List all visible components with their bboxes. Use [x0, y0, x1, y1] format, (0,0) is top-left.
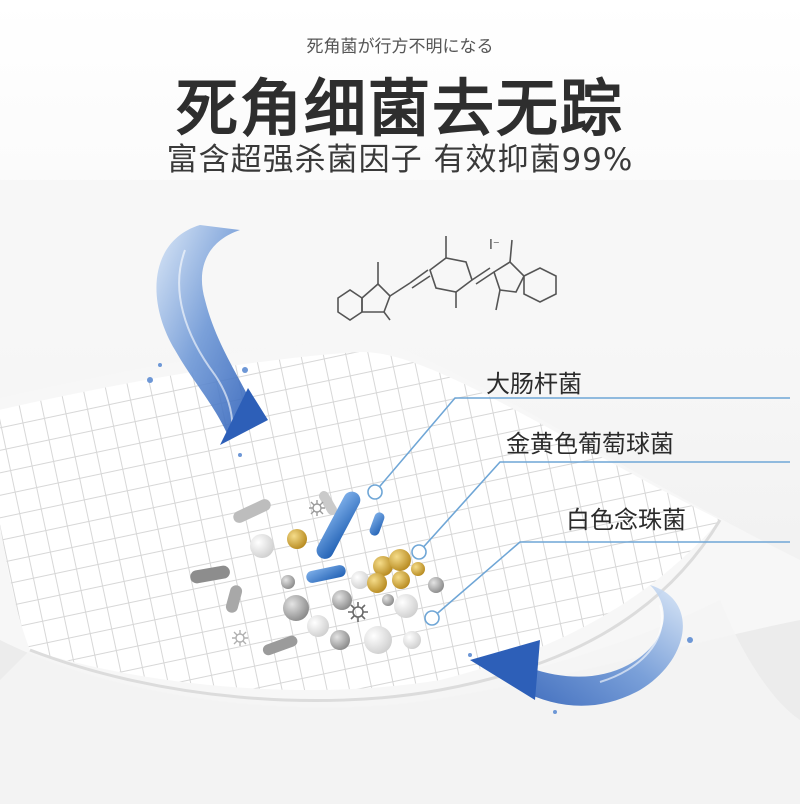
molecule-counter-ion-label: I⁻ — [489, 238, 500, 253]
callout-leader-lines — [367, 397, 790, 626]
sphere-bacteria-white — [394, 594, 418, 618]
sphere-bacteria-gray — [382, 594, 394, 606]
sphere-bacteria-gold — [287, 529, 307, 549]
rod-bacteria-gray — [233, 499, 271, 523]
rod-bacteria-gray — [190, 565, 230, 584]
water-swirl-icon — [147, 225, 268, 457]
bacteria-icon — [232, 630, 248, 646]
callout-label-e-coli: 大肠杆菌 — [486, 370, 582, 398]
molecule-structure-icon — [337, 236, 557, 321]
water-swirl-icon-right — [468, 585, 693, 714]
sphere-bacteria-gray — [428, 577, 444, 593]
callout-label-candida: 白色念珠菌 — [566, 506, 686, 534]
sphere-bacteria-gold — [373, 556, 393, 576]
sphere-bacteria-white — [307, 615, 329, 637]
rod-bacteria-blue — [306, 565, 346, 583]
sphere-bacteria-gray — [281, 575, 295, 589]
rod-bacteria-blue — [369, 512, 385, 536]
sphere-bacteria-gold — [389, 549, 411, 571]
rod-bacteria-gray — [319, 491, 337, 515]
background-haze — [0, 180, 800, 340]
rod-bacteria-blue — [316, 491, 361, 559]
tagline: 富含超强杀菌因子 有效抑菌99% — [166, 142, 634, 178]
sphere-bacteria-white — [351, 571, 369, 589]
sphere-bacteria-white — [250, 534, 274, 558]
sphere-bacteria-gray — [332, 590, 352, 610]
sphere-bacteria-white — [364, 626, 392, 654]
rod-bacteria-gray — [225, 585, 243, 613]
sphere-bacteria-gray — [330, 630, 350, 650]
sphere-bacteria-white — [403, 631, 421, 649]
rod-bacteria-gray — [262, 635, 298, 656]
subtitle-jp: 死角菌が行方不明になる — [306, 37, 494, 57]
sphere-bacteria-gold — [367, 573, 387, 593]
bacteria-icon — [348, 602, 368, 622]
bacteria-cluster — [190, 491, 444, 656]
callout-label-staphylococcus: 金黄色葡萄球菌 — [506, 430, 674, 458]
bacteria-icon — [309, 500, 325, 516]
sphere-bacteria-gold — [411, 562, 425, 576]
page-title: 死角细菌去无踪 — [175, 72, 624, 145]
sphere-bacteria-gold — [392, 571, 410, 589]
sphere-bacteria-gray — [283, 595, 309, 621]
